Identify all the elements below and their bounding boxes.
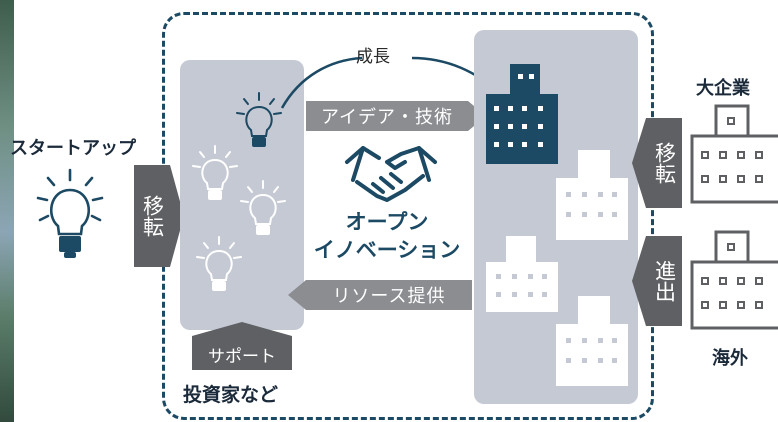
- support-tab-shape: [192, 322, 292, 370]
- support-label: サポート: [208, 346, 276, 367]
- background-photo-strip: [0, 0, 14, 422]
- overseas-building-icon: [690, 230, 778, 330]
- idea-tech-label: アイデア・技術: [320, 107, 454, 128]
- company-building-icon: [556, 150, 628, 240]
- large-company-label: 大企業: [696, 78, 750, 99]
- investor-lightbulb-icon: [196, 236, 242, 291]
- investors-label: 投資家など: [183, 384, 279, 406]
- investor-lightbulb-icon: [192, 145, 238, 200]
- transfer-right-label: 移転: [652, 142, 677, 184]
- growth-label: 成長: [356, 47, 390, 67]
- resource-label: リソース提供: [332, 286, 446, 307]
- transfer-right-arrow: [632, 118, 682, 208]
- idea-tech-arrow: [306, 101, 486, 131]
- open-innovation-line1: オープン: [345, 210, 429, 234]
- startup-lightbulb-icon: [36, 168, 104, 258]
- transfer-left-arrow: [134, 165, 184, 267]
- company-building-icon: [486, 236, 558, 312]
- open-innovation-line2: イノベーション: [313, 238, 461, 262]
- grown-company-building-icon: [486, 64, 558, 164]
- transfer-left-label: 移転: [140, 195, 165, 237]
- startup-label: スタートアップ: [10, 138, 136, 159]
- idea-lightbulb-icon: [236, 92, 282, 147]
- large-company-building-icon: [690, 104, 778, 204]
- overseas-label: 海外: [712, 348, 748, 369]
- company-building-icon: [556, 296, 628, 386]
- handshake-icon: [345, 146, 437, 202]
- resource-arrow: [288, 280, 472, 310]
- investor-lightbulb-icon: [240, 180, 286, 235]
- expand-label: 進出: [652, 260, 677, 302]
- expand-arrow: [632, 236, 682, 326]
